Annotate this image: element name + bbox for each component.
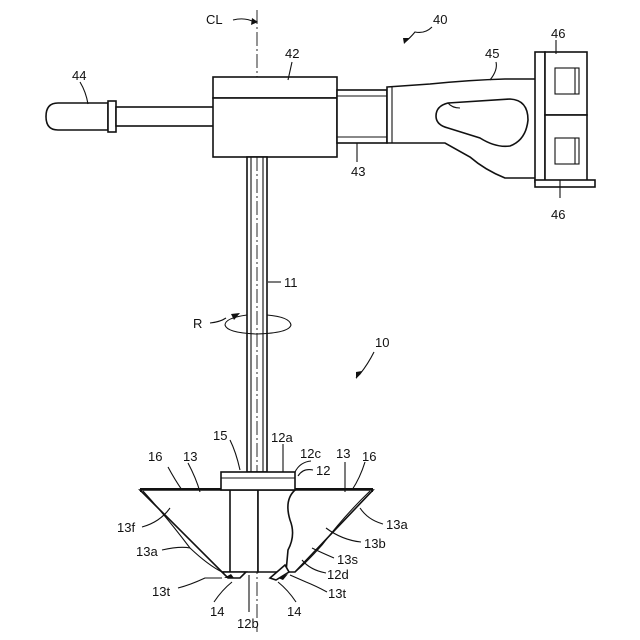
label-13s: 13s xyxy=(337,552,358,567)
connector-43 xyxy=(337,90,387,143)
label-12c: 12c xyxy=(300,446,321,461)
label-40: 40 xyxy=(433,12,447,27)
label-13-left: 13 xyxy=(183,449,197,464)
label-cl: CL xyxy=(206,12,223,27)
label-12d: 12d xyxy=(327,567,349,582)
holder-assembly xyxy=(46,52,595,187)
label-13a-right: 13a xyxy=(386,517,408,532)
label-14-left: 14 xyxy=(210,604,224,619)
label-43: 43 xyxy=(351,164,365,179)
core-12 xyxy=(221,472,295,490)
label-11: 11 xyxy=(284,275,298,290)
mount-plate xyxy=(535,52,545,182)
label-46-upper: 46 xyxy=(551,26,565,41)
clip-46-lower xyxy=(545,115,587,182)
label-16-left: 16 xyxy=(148,449,162,464)
label-12: 12 xyxy=(316,463,330,478)
label-13b: 13b xyxy=(364,536,386,551)
label-10: 10 xyxy=(375,335,389,350)
label-12a: 12a xyxy=(271,430,293,445)
label-13t-left: 13t xyxy=(152,584,170,599)
label-13f: 13f xyxy=(117,520,135,535)
label-45: 45 xyxy=(485,46,499,61)
label-15: 15 xyxy=(213,428,227,443)
label-46-lower: 46 xyxy=(551,207,565,222)
label-14-right: 14 xyxy=(287,604,301,619)
label-r: R xyxy=(193,316,202,331)
handle-collar xyxy=(108,101,116,132)
label-13t-right: 13t xyxy=(328,586,346,601)
handle-grip-44 xyxy=(46,103,108,130)
label-16-right: 16 xyxy=(362,449,376,464)
label-44: 44 xyxy=(72,68,86,83)
clip-46-upper xyxy=(545,52,587,115)
label-13a-left: 13a xyxy=(136,544,158,559)
label-42: 42 xyxy=(285,46,299,61)
label-12b: 12b xyxy=(237,616,259,631)
block-42-top xyxy=(213,77,337,98)
handle-rod xyxy=(116,107,214,126)
label-13-right: 13 xyxy=(336,446,350,461)
block-42-body xyxy=(213,98,337,157)
base-foot xyxy=(535,180,595,187)
cone-13-left xyxy=(140,490,258,572)
